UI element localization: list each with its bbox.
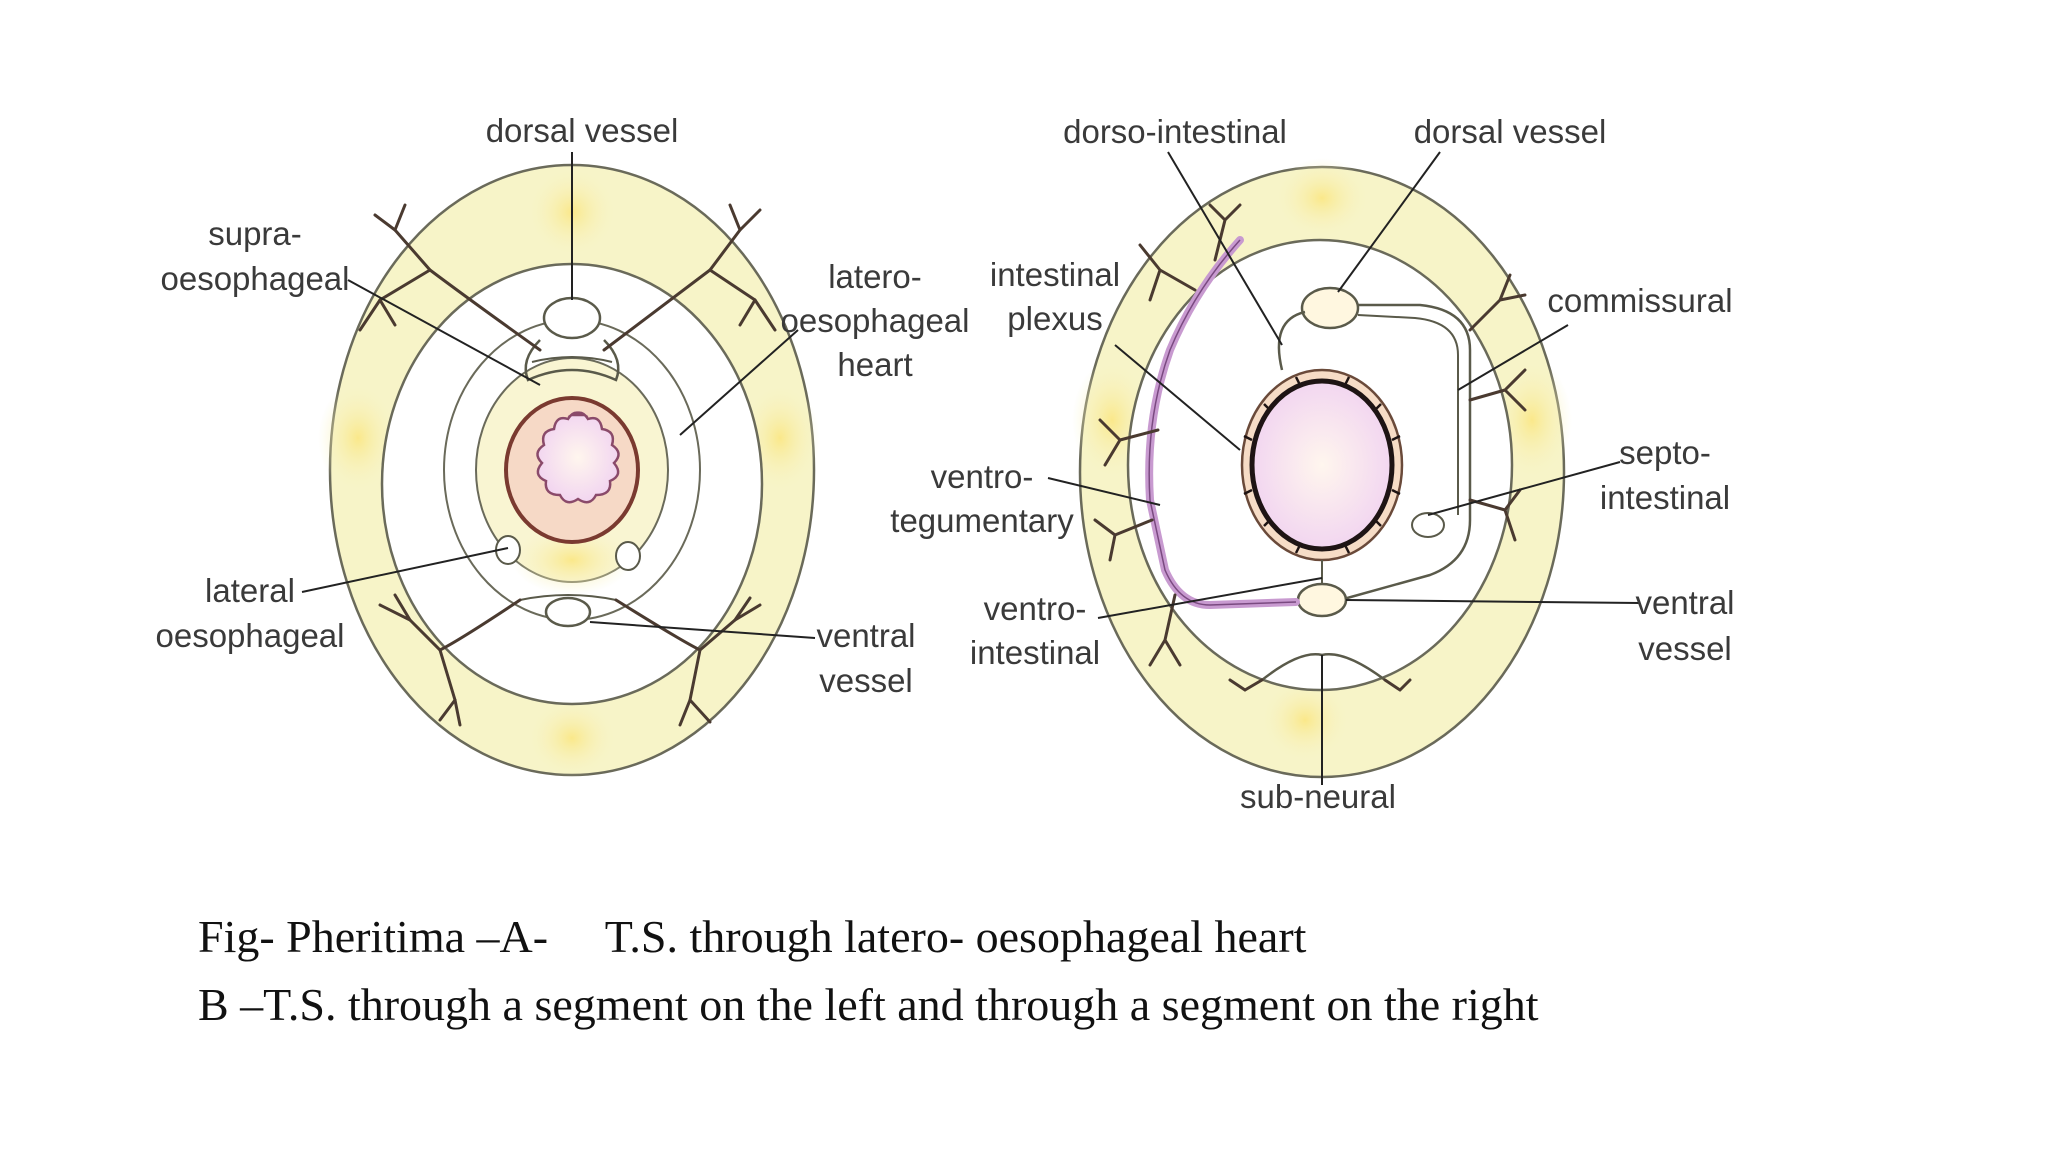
- figure-caption-line-1: Fig- Pheritima –A- T.S. through latero- …: [198, 911, 1307, 962]
- highlight-a-inner: [512, 525, 632, 595]
- intestine-wall-b: [1249, 378, 1395, 552]
- lateral-oesophageal-right: [615, 541, 641, 571]
- highlight-a-left: [318, 383, 398, 493]
- label-latero-2: oesophageal: [780, 302, 969, 339]
- label-ventral-1-b: ventral: [1635, 584, 1734, 621]
- label-commissural: commissural: [1547, 282, 1732, 319]
- diagram-a: dorsal vessel supra- oesophageal latero-…: [155, 112, 970, 778]
- supra-oesophageal-vessel: [524, 339, 620, 382]
- label-ventral-2-b: vessel: [1638, 630, 1732, 667]
- dorsal-vessel-b: [1300, 286, 1360, 330]
- branch-vessels-a: [358, 203, 777, 727]
- dorsal-vessel-a: [542, 296, 602, 340]
- highlight-b-bottom: [1260, 678, 1350, 762]
- supra-oesophageal-vessel-2: [531, 356, 613, 363]
- commissural-vessel-inner: [1357, 314, 1459, 515]
- label-intestinal-2: plexus: [1007, 300, 1102, 337]
- label-dorso-intestinal: dorso-intestinal: [1063, 113, 1287, 150]
- label-latero-3: heart: [837, 346, 912, 383]
- label-lateral-2: oesophageal: [155, 617, 344, 654]
- dorso-intestinal-vessel: [1277, 310, 1306, 371]
- label-ventro-teg-2: tegumentary: [890, 502, 1074, 539]
- label-ventral-1-a: ventral: [816, 617, 915, 654]
- ventral-loop-a: [519, 594, 617, 601]
- label-sub-neural: sub-neural: [1240, 778, 1396, 815]
- figure-caption-line-2: B –T.S. through a segment on the left an…: [198, 979, 1539, 1030]
- label-septo-2: intestinal: [1600, 479, 1730, 516]
- intestine-plexus-marks: [1243, 376, 1401, 554]
- highlight-a-bottom: [527, 698, 617, 778]
- diagram-b: dorso-intestinal dorsal vessel intestina…: [890, 113, 1734, 815]
- label-dorsal-vessel-b: dorsal vessel: [1414, 113, 1607, 150]
- label-latero-1: latero-: [828, 258, 922, 295]
- leader-lines-a: [301, 152, 816, 639]
- label-ventral-2-a: vessel: [819, 662, 913, 699]
- label-intestinal-1: intestinal: [990, 256, 1120, 293]
- highlight-b-top: [1274, 158, 1370, 238]
- leader-lines-b: [1047, 151, 1641, 785]
- ventro-tegumentary-vessel-edge: [1148, 239, 1297, 606]
- label-dorsal-vessel-a: dorsal vessel: [486, 112, 679, 149]
- label-lateral-1: lateral: [205, 572, 295, 609]
- label-ventro-int-1: ventro-: [984, 590, 1087, 627]
- ventral-vessel-a: [544, 596, 592, 628]
- label-septo-1: septo-: [1619, 434, 1711, 471]
- ventral-vessel-b: [1296, 582, 1348, 618]
- oesophagus-lumen-a: [536, 411, 620, 504]
- label-ventro-teg-1: ventro-: [931, 458, 1034, 495]
- label-supra-1: supra-: [208, 215, 302, 252]
- label-supra-2: oesophageal: [160, 260, 349, 297]
- septo-intestinal-vessel: [1411, 512, 1445, 538]
- label-ventro-int-2: intestinal: [970, 634, 1100, 671]
- branch-vessels-b: [1093, 203, 1527, 692]
- commissural-vessel: [1339, 303, 1472, 602]
